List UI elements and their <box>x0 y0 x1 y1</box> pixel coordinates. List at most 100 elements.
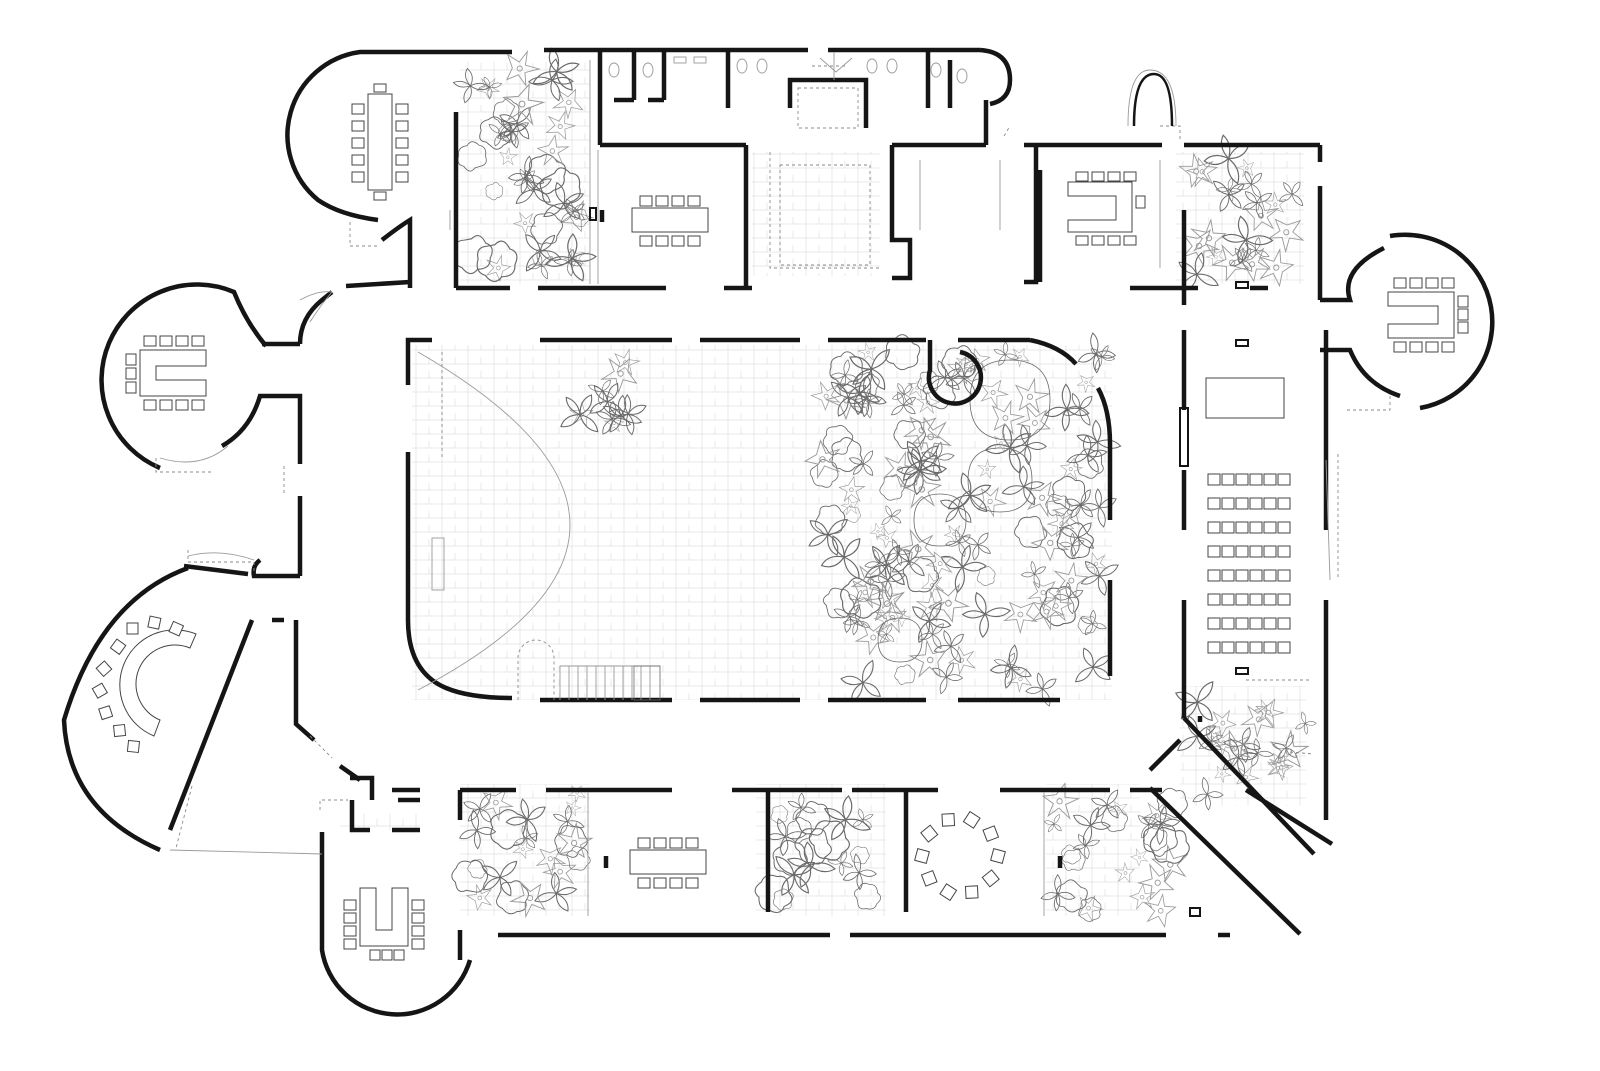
stool <box>941 813 956 827</box>
chair <box>639 195 653 207</box>
table <box>367 93 393 191</box>
chair <box>343 925 357 937</box>
sink <box>693 56 707 64</box>
chair <box>373 83 387 93</box>
door-swings-and-details <box>155 52 1391 916</box>
chair <box>1107 235 1121 246</box>
chair <box>1221 497 1235 510</box>
chair <box>351 103 365 115</box>
chair <box>1207 497 1221 510</box>
chair <box>1075 235 1089 246</box>
chair <box>395 154 409 166</box>
sink <box>673 56 687 64</box>
table <box>631 207 709 233</box>
chair <box>1249 497 1263 510</box>
chair <box>1235 521 1249 534</box>
chair <box>669 837 683 849</box>
chair <box>109 638 127 656</box>
chair <box>351 120 365 132</box>
chair <box>343 938 357 950</box>
u-table <box>139 349 207 397</box>
chair <box>1207 641 1221 654</box>
chair <box>411 925 425 937</box>
stool <box>914 848 930 864</box>
chair <box>1277 641 1291 654</box>
desk <box>1205 377 1285 419</box>
toilet <box>956 68 968 84</box>
chair <box>1207 521 1221 534</box>
chair <box>143 399 157 411</box>
chair <box>1249 617 1263 630</box>
chair <box>669 877 683 889</box>
chair <box>655 195 669 207</box>
chair <box>91 682 109 699</box>
chair <box>373 191 387 201</box>
stool <box>964 885 979 899</box>
chair <box>1457 321 1469 334</box>
chair <box>1263 545 1277 558</box>
chair <box>1235 569 1249 582</box>
courtyard-garden <box>548 329 1129 713</box>
chair <box>98 705 114 721</box>
chair <box>1235 473 1249 486</box>
chair <box>1277 521 1291 534</box>
chair <box>1235 545 1249 558</box>
chair <box>1207 545 1221 558</box>
chair <box>343 912 357 924</box>
chair <box>1263 641 1277 654</box>
chair <box>1263 521 1277 534</box>
chair <box>1263 473 1277 486</box>
chair <box>1207 593 1221 606</box>
chair <box>395 120 409 132</box>
chair <box>685 877 699 889</box>
chair <box>351 137 365 149</box>
c-table <box>119 629 197 737</box>
plant-star <box>1146 841 1193 887</box>
chair <box>1425 341 1439 353</box>
chair <box>1425 277 1439 289</box>
chair <box>1277 497 1291 510</box>
chair <box>1207 617 1221 630</box>
chair <box>1263 569 1277 582</box>
stool <box>939 883 958 902</box>
chair <box>168 620 185 637</box>
u-table <box>1067 181 1133 233</box>
chair <box>159 399 173 411</box>
restroom-fixtures <box>608 56 968 129</box>
chair <box>1207 473 1221 486</box>
u-table <box>1387 291 1455 339</box>
furniture <box>91 83 1469 961</box>
chair <box>1235 641 1249 654</box>
shower <box>797 87 859 129</box>
toilet <box>608 62 620 78</box>
chair <box>393 949 405 961</box>
chair <box>1123 171 1137 182</box>
chair <box>191 399 205 411</box>
chair <box>126 739 141 754</box>
chair <box>1277 593 1291 606</box>
chair <box>351 171 365 183</box>
toilet <box>736 58 748 74</box>
chair <box>112 723 127 738</box>
chair <box>1277 617 1291 630</box>
chair <box>1441 277 1455 289</box>
chair <box>1249 593 1263 606</box>
chair <box>126 622 139 635</box>
chair <box>1277 569 1291 582</box>
chair <box>1393 341 1407 353</box>
chair <box>395 137 409 149</box>
chair <box>637 837 651 849</box>
tree-canopy <box>913 493 967 547</box>
chair <box>351 154 365 166</box>
chair <box>175 399 189 411</box>
chair <box>1235 593 1249 606</box>
toilet <box>866 58 878 74</box>
chair <box>655 235 669 247</box>
chair <box>1393 277 1407 289</box>
chair <box>1235 497 1249 510</box>
tree-canopy <box>877 617 923 663</box>
chair <box>411 899 425 911</box>
chair <box>125 367 137 380</box>
chair <box>1075 171 1089 182</box>
chair <box>653 877 667 889</box>
